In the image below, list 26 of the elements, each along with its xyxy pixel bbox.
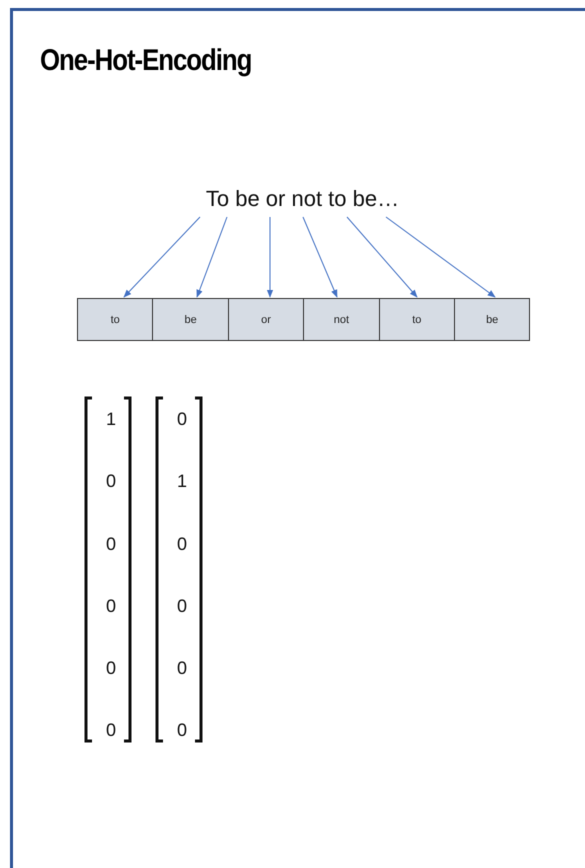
- vector-value: 0: [104, 533, 117, 555]
- arrow: [196, 216, 228, 298]
- token-cell: or: [228, 298, 304, 341]
- vector-value: 1: [176, 470, 188, 492]
- title: One-Hot-Encoding: [40, 44, 252, 78]
- vector-value: 1: [104, 408, 117, 430]
- vector-value: 0: [104, 657, 117, 679]
- token-cell: not: [303, 298, 380, 341]
- sentence-text: To be or not to be…: [180, 184, 425, 214]
- vector-value: 0: [104, 719, 117, 741]
- token-cell: be: [454, 298, 530, 341]
- arrow: [266, 216, 274, 298]
- vector-value: 0: [176, 595, 188, 617]
- vector-value: 0: [176, 719, 188, 741]
- token-cell: to: [77, 298, 154, 341]
- arrow: [346, 216, 418, 298]
- arrow: [386, 216, 496, 298]
- vector-value: 0: [104, 470, 117, 492]
- vector-value: 0: [176, 408, 188, 430]
- token-cell: be: [152, 298, 229, 341]
- vector-value: 0: [176, 533, 188, 555]
- arrow: [302, 216, 338, 298]
- vector-value: 0: [176, 657, 188, 679]
- vector-value: 0: [104, 595, 117, 617]
- token-cell: to: [378, 298, 455, 341]
- arrow: [123, 216, 200, 298]
